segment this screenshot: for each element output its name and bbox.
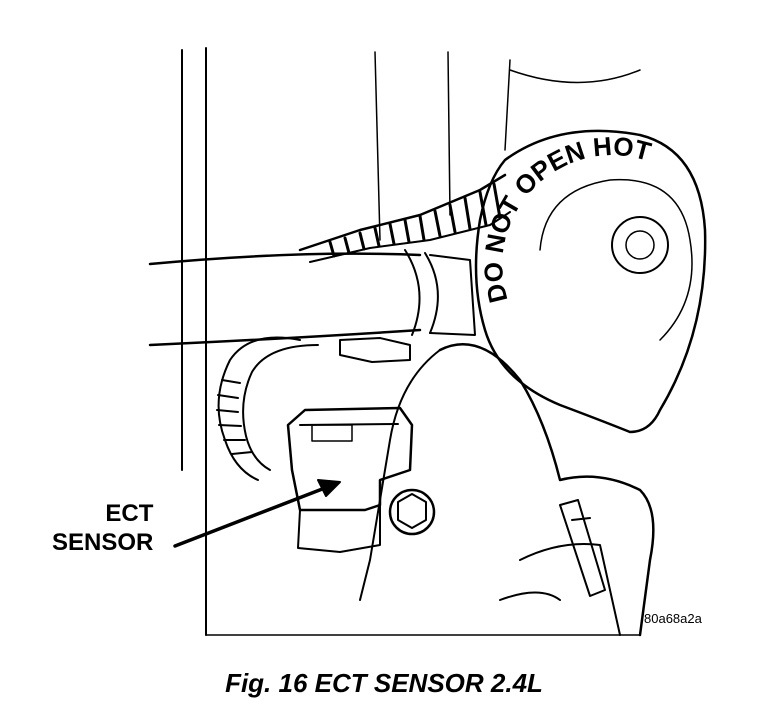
hose-end	[429, 254, 476, 336]
housing-body	[438, 343, 655, 637]
connector-plug	[339, 337, 411, 363]
sensor-label-plate	[311, 424, 353, 442]
top-right-curve	[509, 69, 641, 84]
cap-center-inner	[625, 230, 655, 260]
column-line-1	[374, 51, 381, 241]
sensor-housing	[286, 406, 414, 512]
harness-ribs	[216, 379, 253, 455]
bolt-head	[388, 488, 436, 536]
hose-clip	[559, 499, 606, 597]
lower-hose	[499, 543, 621, 636]
sensor-nose	[297, 504, 381, 553]
ect-sensor-callout: ECT SENSOR	[52, 499, 153, 557]
cap-inner-ring	[539, 178, 693, 341]
harness-left	[217, 336, 301, 481]
conduit-ribs	[328, 182, 502, 258]
cap-center	[611, 216, 669, 274]
callout-arrow	[173, 484, 332, 548]
callout-line-1: ECT	[105, 500, 154, 527]
housing-left	[359, 349, 441, 601]
harness-right	[242, 344, 319, 471]
hose-clamp	[404, 249, 439, 336]
column-line-2	[447, 51, 451, 216]
figure-code: 80a68a2a	[644, 611, 702, 626]
conduit-upper	[298, 173, 507, 252]
bolt-hex	[397, 493, 427, 529]
callout-arrowhead	[317, 479, 341, 497]
figure-caption: Fig. 16 ECT SENSOR 2.4L	[225, 668, 543, 698]
column-line-3	[504, 59, 511, 151]
cap-warning-text: DO NOT OPEN HOT	[478, 131, 654, 306]
callout-line-2: SENSOR	[52, 529, 154, 556]
cap-outer	[474, 129, 707, 434]
hose-upper-edge	[148, 252, 422, 266]
